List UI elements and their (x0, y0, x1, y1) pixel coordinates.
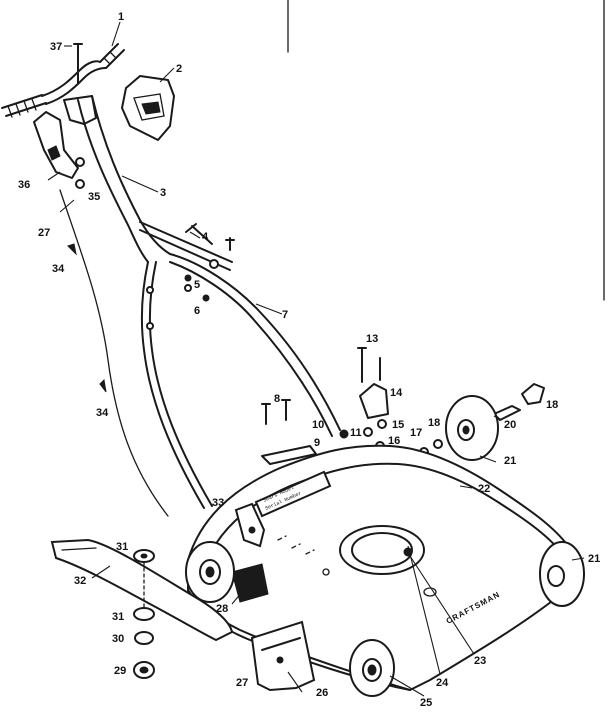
callout-1: 1 (118, 11, 124, 23)
callout-34-b: 34 (96, 407, 109, 419)
callout-32: 32 (74, 575, 86, 587)
callout-21-a: 21 (504, 455, 516, 467)
callout-30: 30 (112, 633, 124, 645)
callout-6: 6 (194, 305, 200, 317)
callout-18-a: 18 (428, 417, 440, 429)
callout-37: 37 (50, 41, 62, 53)
leader-lines (47, 21, 585, 697)
callout-24: 24 (436, 677, 449, 689)
callout-35: 35 (88, 191, 100, 203)
callout-27-a: 27 (38, 227, 50, 239)
callout-22: 22 (478, 483, 490, 495)
callout-labels: 1 2 3 4 5 6 7 8 9 10 11 13 14 15 16 17 1… (18, 11, 600, 709)
callout-31-a: 31 (116, 541, 128, 553)
front-left-wheel (185, 541, 235, 603)
control-bracket (33, 111, 85, 189)
callout-10: 10 (312, 419, 324, 431)
callout-15: 15 (392, 419, 404, 431)
callout-34-a: 34 (52, 263, 65, 275)
control-cable (59, 189, 169, 517)
control-cover (121, 75, 175, 141)
blade-stack (133, 549, 155, 679)
callout-14: 14 (390, 387, 403, 399)
front-right-wheel (349, 639, 395, 697)
handle-bracket (234, 502, 266, 548)
callout-5: 5 (194, 279, 200, 291)
upper-handle (1, 43, 171, 263)
callout-21-b: 21 (588, 553, 600, 565)
callout-36: 36 (18, 179, 30, 191)
mower-blade (50, 538, 234, 642)
callout-8: 8 (274, 393, 280, 405)
callout-18-b: 18 (546, 399, 558, 411)
rear-door (250, 620, 316, 692)
callout-25: 25 (420, 697, 432, 709)
callout-11: 11 (350, 427, 362, 439)
right-rear-wheel (539, 541, 585, 607)
callout-20: 20 (504, 419, 516, 431)
lower-handle (139, 221, 341, 509)
callout-7: 7 (282, 309, 288, 321)
callout-29: 29 (114, 665, 126, 677)
rear-wheel (445, 395, 499, 461)
callout-2: 2 (176, 63, 182, 75)
callout-13: 13 (366, 333, 378, 345)
callout-33: 33 (212, 497, 224, 509)
callout-3: 3 (160, 187, 166, 199)
callout-17: 17 (410, 427, 422, 439)
callout-28: 28 (216, 603, 228, 615)
callout-27-b: 27 (236, 677, 248, 689)
callout-31-b: 31 (112, 611, 124, 623)
callout-16: 16 (388, 435, 400, 447)
callout-23: 23 (474, 655, 486, 667)
callout-9: 9 (314, 437, 320, 449)
callout-4: 4 (202, 231, 209, 243)
hardware-bolts (67, 43, 373, 465)
callout-26: 26 (316, 687, 328, 699)
